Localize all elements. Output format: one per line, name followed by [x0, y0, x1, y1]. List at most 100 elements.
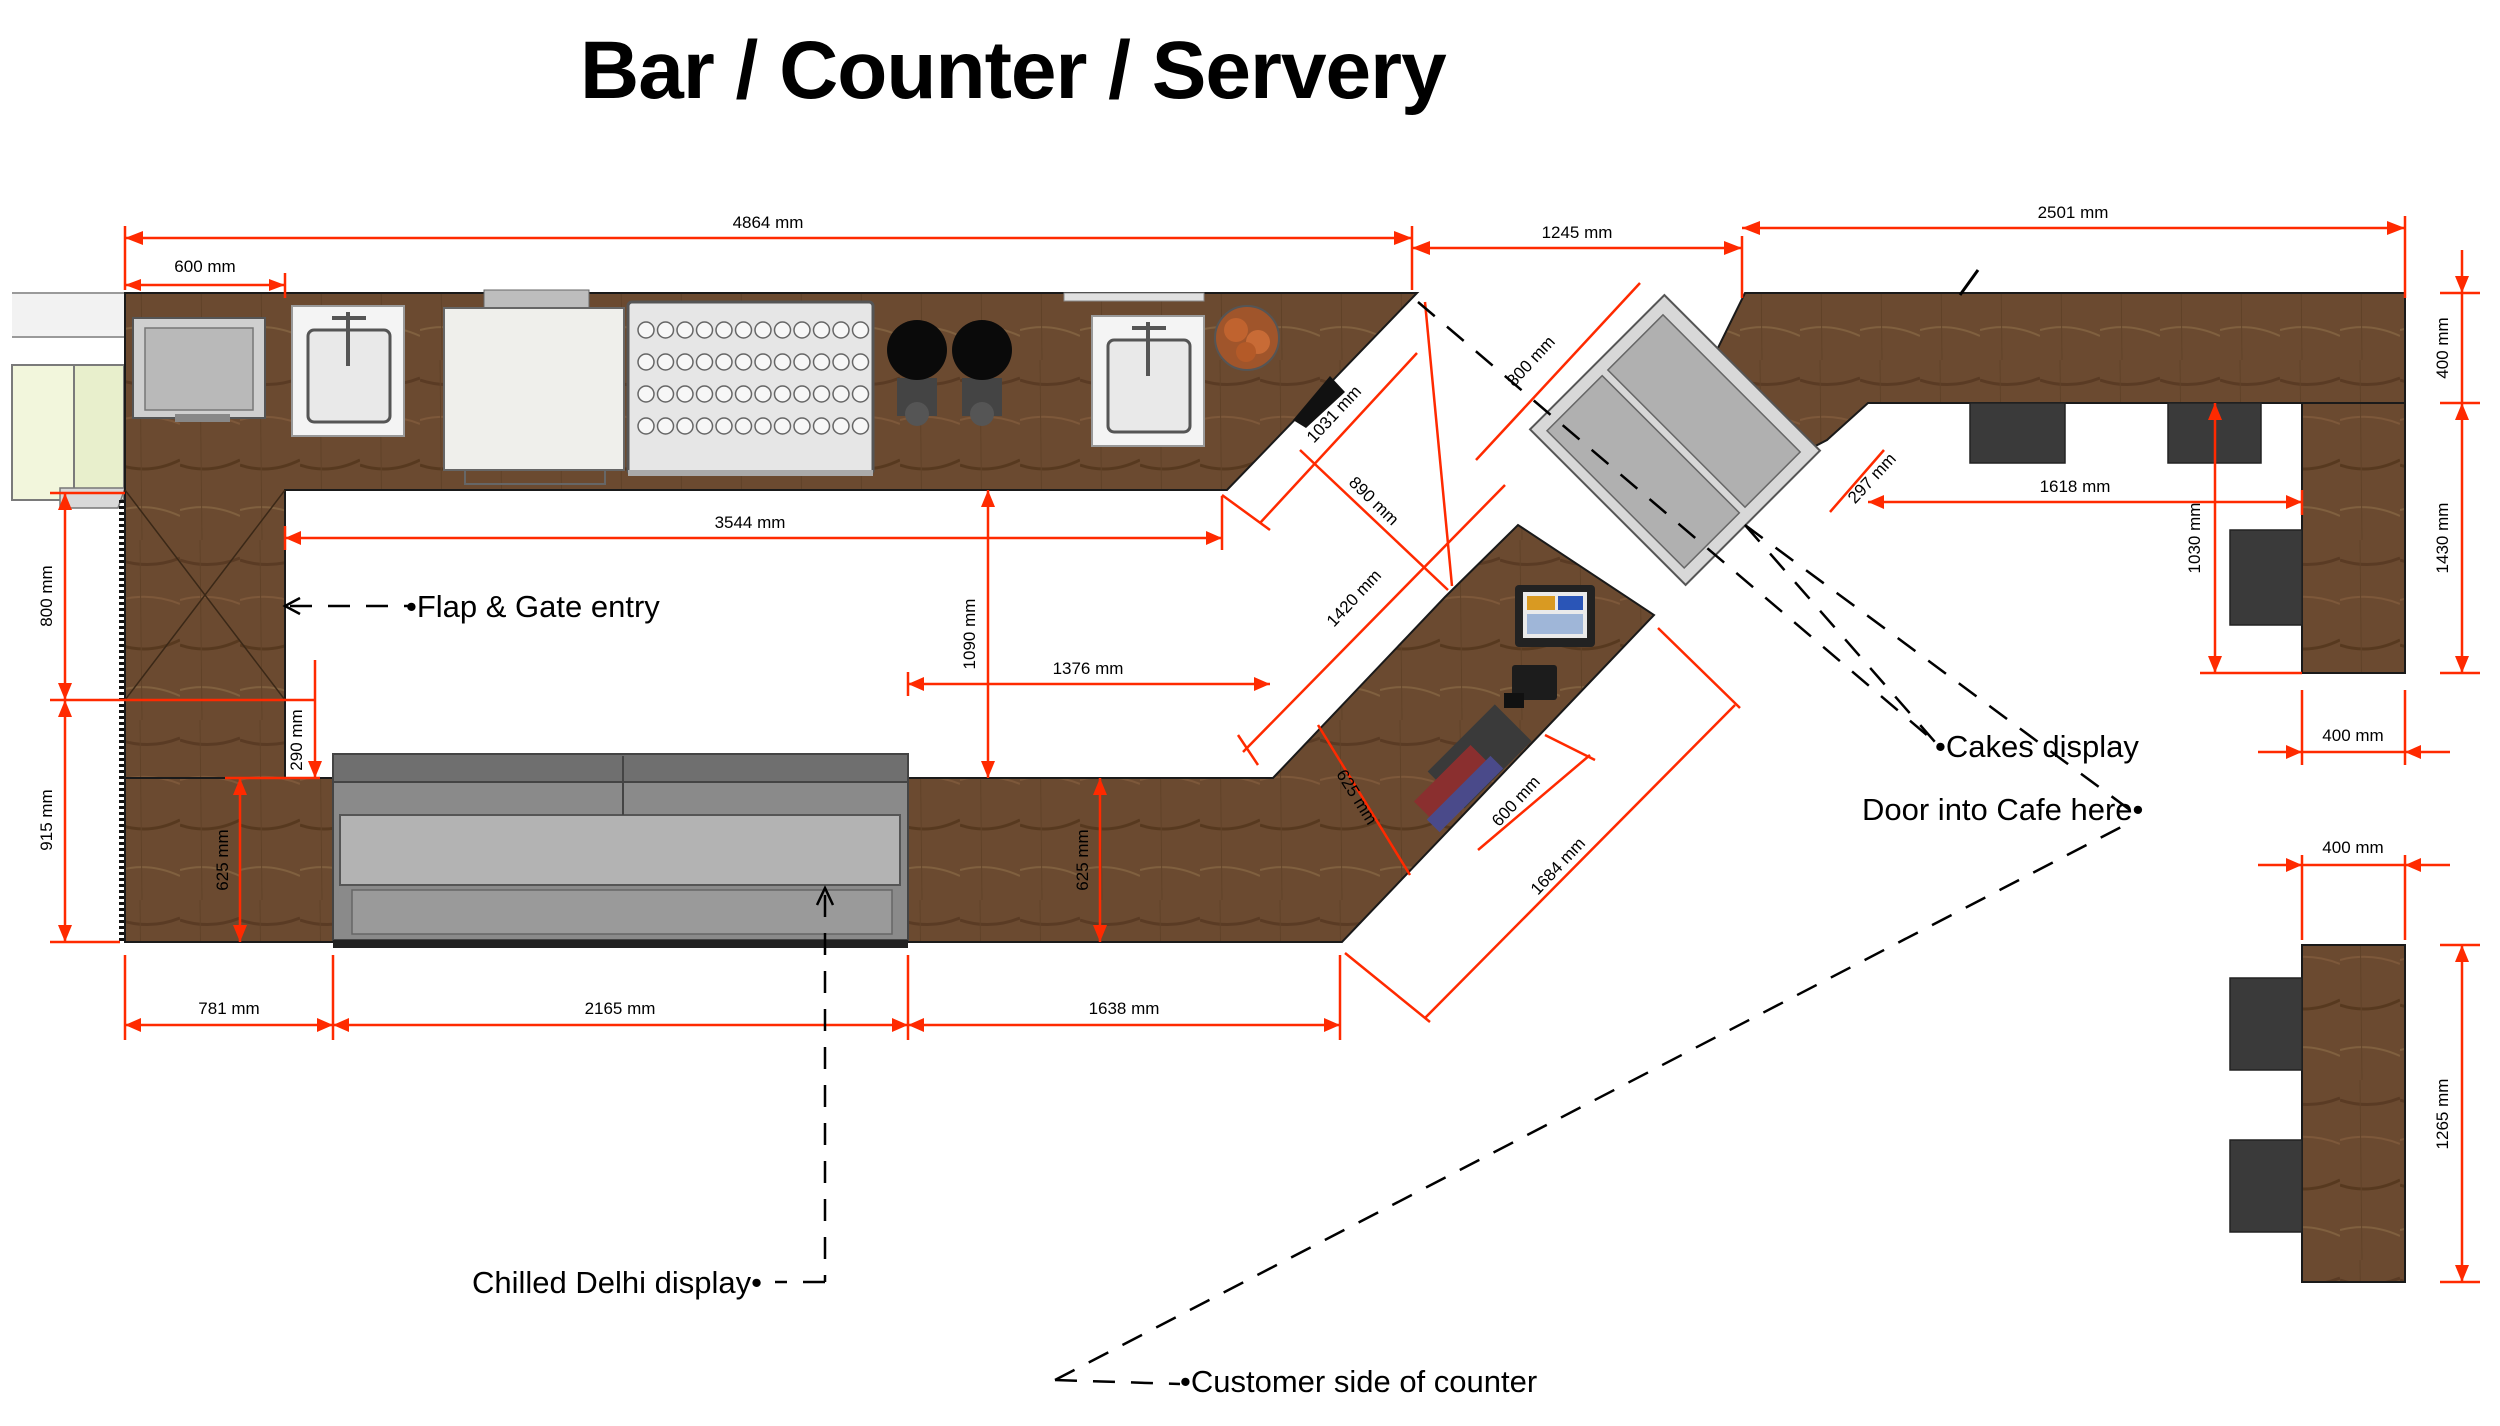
chilled-deli-display	[332, 753, 909, 948]
glass-icon	[676, 321, 694, 339]
glass-icon	[676, 385, 694, 403]
label-customer-side: •Customer side of counter	[1180, 1364, 1537, 1399]
waste-bin-icon	[1293, 376, 1345, 428]
glass-icon	[656, 353, 675, 371]
glass-icon	[793, 321, 811, 339]
coffee-grinder-icon	[887, 320, 1012, 426]
glass-icon	[793, 417, 811, 435]
glass-icon	[715, 417, 733, 435]
glass-icon	[676, 353, 694, 371]
dim-625-left: 625 mm	[213, 829, 232, 890]
dim-600-top: 600 mm	[174, 257, 235, 276]
glass-icon	[754, 385, 772, 403]
dim-3544: 3544 mm	[715, 513, 786, 532]
dimension-lines	[50, 216, 2480, 1284]
glass-icon	[773, 321, 792, 339]
glass-icon	[656, 417, 675, 435]
glass-icon	[851, 321, 870, 339]
dim-4864: 4864 mm	[733, 213, 804, 232]
dim-1618: 1618 mm	[2040, 477, 2111, 496]
glass-icon	[832, 417, 850, 435]
label-cakes-display: •Cakes display	[1935, 729, 2139, 764]
dim-1376: 1376 mm	[1053, 659, 1124, 678]
dim-781: 781 mm	[198, 999, 259, 1018]
dim-1430: 1430 mm	[2433, 503, 2452, 574]
glass-icon	[754, 417, 772, 435]
dim-800-left: 800 mm	[37, 565, 56, 626]
label-door-cafe: Door into Cafe here•	[1862, 792, 2143, 827]
glass-icon	[793, 353, 811, 371]
glass-icon	[851, 385, 870, 403]
glass-icon	[773, 353, 792, 371]
glass-icon	[734, 321, 753, 339]
sink-unit	[132, 317, 266, 422]
glass-icon	[695, 321, 714, 339]
glass-icon	[812, 321, 831, 339]
glass-icon	[773, 385, 792, 403]
glass-icon	[695, 385, 714, 403]
glass-icon	[754, 321, 772, 339]
dim-2501: 2501 mm	[2038, 203, 2109, 222]
dim-1638: 1638 mm	[1089, 999, 1160, 1018]
left-wall	[11, 292, 127, 942]
glass-icon	[637, 417, 655, 435]
glass-icon	[695, 353, 714, 371]
dishwasher-unit	[443, 289, 625, 485]
glass-icon	[851, 417, 870, 435]
callout-leaders	[282, 301, 2131, 1386]
glass-icon	[734, 385, 753, 403]
glass-icon	[812, 353, 831, 371]
glass-icon	[715, 321, 733, 339]
bar-stool	[2229, 977, 2303, 1071]
cash-drawer-icon	[1413, 704, 1532, 833]
glass-icon	[637, 321, 655, 339]
dim-1265: 1265 mm	[2433, 1079, 2452, 1150]
cakes-display	[1528, 293, 1822, 587]
gate-seam	[124, 489, 286, 701]
pos-terminal-icon	[1504, 585, 1595, 708]
glass-icon	[812, 385, 831, 403]
diagram-title: Bar / Counter / Servery	[580, 25, 1447, 116]
glass-icon	[656, 321, 675, 339]
dim-400-right: 400 mm	[2433, 317, 2452, 378]
label-flap-gate: •Flap & Gate entry	[406, 589, 660, 624]
island-counter	[2301, 944, 2406, 1283]
dim-297: 297 mm	[1844, 449, 1900, 507]
glass-icon	[676, 417, 694, 435]
glass-icon	[793, 385, 811, 403]
hand-basin-icon	[1063, 292, 1205, 447]
bar-stool	[2229, 1139, 2303, 1233]
glass-icon	[734, 417, 753, 435]
dim-2165: 2165 mm	[585, 999, 656, 1018]
glass-icon	[832, 321, 850, 339]
fruit-bowl-icon	[1214, 305, 1280, 371]
glass-icon	[715, 385, 733, 403]
dim-290: 290 mm	[287, 709, 306, 770]
right-counter-return	[2301, 402, 2406, 674]
hand-basin-icon	[291, 305, 405, 437]
dim-1420: 1420 mm	[1323, 566, 1385, 631]
glass-icon	[832, 385, 850, 403]
pipe-mark	[1958, 269, 1980, 296]
glass-icon	[734, 353, 753, 371]
glass-icon	[773, 417, 792, 435]
glass-rack-unit	[626, 300, 875, 476]
dim-400-b: 400 mm	[2322, 726, 2383, 745]
dim-400-c: 400 mm	[2322, 838, 2383, 857]
dim-1245: 1245 mm	[1542, 223, 1613, 242]
dim-1684: 1684 mm	[1527, 834, 1589, 899]
dim-1030: 1030 mm	[2185, 503, 2204, 574]
glass-icon	[832, 353, 850, 371]
glass-icon	[695, 417, 714, 435]
glass-icon	[637, 353, 655, 371]
label-chilled-deli: Chilled Delhi display•	[472, 1265, 762, 1300]
glass-icon	[754, 353, 772, 371]
glass-icon	[851, 353, 870, 371]
glass-icon	[715, 353, 733, 371]
dim-625-mid: 625 mm	[1073, 829, 1092, 890]
glass-icon	[656, 385, 675, 403]
dim-1090: 1090 mm	[960, 599, 979, 670]
bar-stool	[2229, 529, 2303, 626]
dim-915: 915 mm	[37, 789, 56, 850]
